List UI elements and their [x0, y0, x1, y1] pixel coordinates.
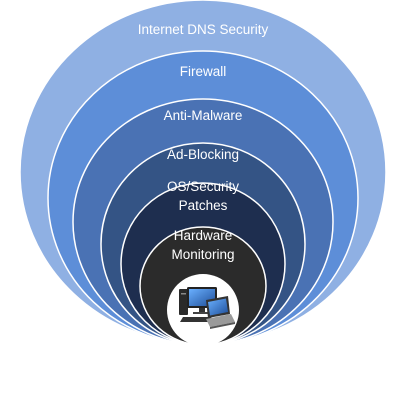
label-os-security: OS/Security — [167, 179, 239, 194]
label-patches: Patches — [179, 198, 228, 213]
label-monitoring: Monitoring — [171, 247, 234, 262]
label-internet-dns-security: Internet DNS Security — [138, 22, 269, 37]
computer-devices-icon — [179, 287, 235, 329]
label-hardware: Hardware — [174, 228, 233, 243]
label-anti-malware: Anti-Malware — [164, 108, 243, 123]
label-firewall: Firewall — [180, 64, 227, 79]
label-ad-blocking: Ad-Blocking — [167, 147, 239, 162]
